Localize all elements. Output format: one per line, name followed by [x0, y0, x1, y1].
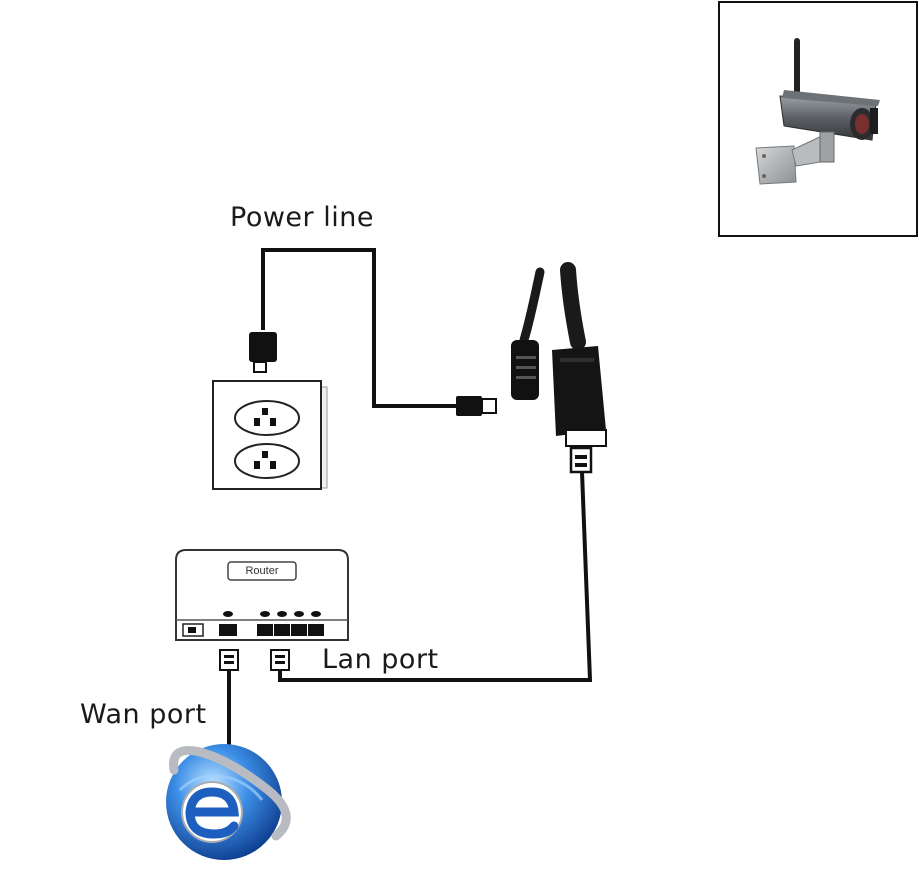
dc-connector-icon: [456, 396, 496, 416]
wall-outlet-icon: [213, 381, 327, 489]
camera-thumbnail: [719, 2, 917, 236]
router-label: Router: [226, 562, 298, 580]
internet-explorer-globe-icon: [166, 744, 286, 860]
lan-plug-icon: [271, 650, 289, 670]
rj45-plug-icon: [571, 448, 591, 472]
power-plug-icon: [249, 332, 277, 372]
wan-port-label: Wan port: [80, 700, 207, 730]
wan-plug-icon: [220, 650, 238, 670]
power-line-label: Power line: [230, 203, 374, 233]
lan-port-label: Lan port: [322, 645, 439, 675]
camera-pigtail-cable-icon: [511, 270, 606, 446]
